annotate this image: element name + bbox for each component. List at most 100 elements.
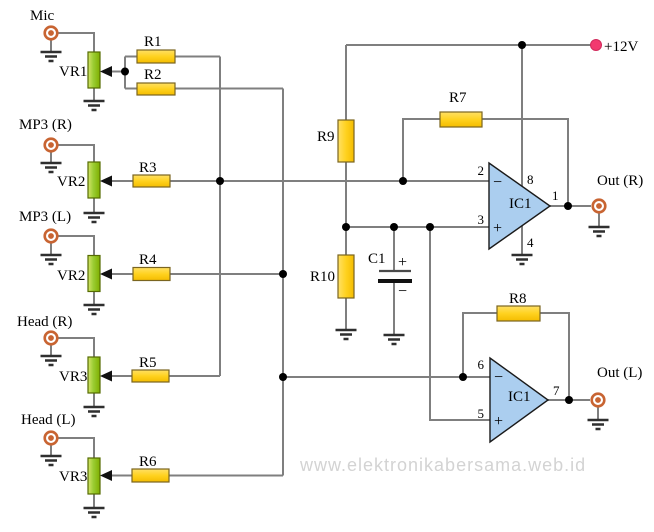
- out-left-connector: [590, 392, 606, 408]
- junction-dot: [459, 373, 467, 381]
- input-jacks: [43, 25, 59, 446]
- wire-headl-jack: [58, 437, 95, 458]
- label-power: +12V: [604, 39, 638, 55]
- pin-8: 8: [527, 172, 534, 187]
- ic1-top-plus-sign: +: [493, 220, 502, 237]
- mp3r-jack-connector: [43, 137, 59, 153]
- junction-dot: [565, 396, 573, 404]
- power-terminal: [590, 39, 602, 51]
- potentiometers: [87, 51, 112, 495]
- capacitor-c1: [378, 269, 412, 283]
- junction-dot: [564, 202, 572, 210]
- ground-icon: [83, 393, 105, 418]
- label-input-mp3r: MP3 (R): [19, 117, 72, 133]
- loop-r8-feedback: [462, 312, 570, 400]
- loop-r7-feedback: [402, 118, 569, 206]
- ground-icon: [83, 198, 105, 224]
- label-r5: R5: [139, 355, 157, 371]
- ground-icon: [40, 345, 62, 367]
- label-r2: R2: [144, 67, 162, 83]
- label-vr1: VR1: [59, 64, 87, 80]
- label-r6: R6: [139, 454, 157, 470]
- label-r8: R8: [509, 291, 527, 307]
- ic1-top-minus-sign: −: [493, 174, 502, 191]
- ground-icon: [40, 152, 62, 174]
- label-vr2a: VR2: [57, 174, 85, 190]
- label-input-headr: Head (R): [17, 314, 72, 330]
- vr3a-potentiometer: [87, 356, 112, 394]
- label-r9: R9: [317, 129, 335, 145]
- pin-4: 4: [527, 235, 534, 250]
- label-vr3a: VR3: [59, 369, 87, 385]
- output-jacks: [590, 198, 607, 408]
- label-input-mp3l: MP3 (L): [19, 209, 71, 225]
- opamp-ic1-bottom: [489, 356, 550, 444]
- pin-1: 1: [552, 188, 559, 203]
- label-r7: R7: [449, 90, 467, 106]
- watermark: www.elektronikabersama.web.id: [299, 455, 586, 475]
- opamp-ic1-top: [488, 161, 552, 251]
- ground-icon: [383, 333, 405, 346]
- ground-icon: [511, 253, 533, 266]
- label-r3: R3: [139, 160, 157, 176]
- ground-icon: [40, 40, 62, 63]
- ground-symbols: [40, 40, 610, 519]
- label-input-mic: Mic: [30, 8, 55, 24]
- label-ic1-top: IC1: [509, 196, 532, 212]
- resistor-r9: [337, 119, 355, 163]
- resistor-r7: [439, 111, 483, 128]
- junction-dot: [342, 223, 350, 231]
- label-input-headl: Head (L): [21, 412, 76, 428]
- vr2b-potentiometer: [87, 254, 112, 293]
- resistor-r4: [132, 266, 171, 282]
- ground-icon: [40, 445, 62, 467]
- label-out-right: Out (R): [597, 173, 643, 189]
- vr2a-potentiometer: [87, 161, 112, 199]
- ground-icon: [588, 212, 610, 238]
- junction-dot: [518, 41, 526, 49]
- label-r4: R4: [139, 252, 157, 268]
- ground-icon: [83, 291, 105, 316]
- vr3b-potentiometer: [87, 457, 112, 495]
- label-r10: R10: [310, 269, 335, 285]
- junction-dot: [121, 67, 129, 76]
- label-out-left: Out (L): [597, 365, 642, 381]
- ground-icon: [83, 494, 105, 519]
- ic1-bottom-plus-sign: +: [494, 413, 503, 430]
- label-r1: R1: [144, 34, 162, 50]
- resistors: [131, 49, 541, 483]
- pin-7: 7: [553, 383, 560, 398]
- net-pin5-branch: [429, 227, 490, 421]
- wire-mp3l-jack: [58, 235, 95, 256]
- ic1-bottom-minus-sign: −: [494, 369, 503, 386]
- resistor-r6: [131, 468, 170, 483]
- label-c1: C1: [368, 251, 386, 267]
- c1-minus-sign: −: [398, 283, 407, 300]
- label-vr2b: VR2: [57, 268, 85, 284]
- ground-icon: [83, 88, 105, 112]
- pin-6: 6: [478, 357, 485, 372]
- wire-headr-jack: [58, 337, 95, 357]
- junction-dot: [279, 373, 287, 381]
- mic-jack-connector: [43, 25, 59, 41]
- junction-dot: [399, 177, 407, 185]
- resistor-r8: [496, 305, 541, 322]
- vr1-potentiometer: [87, 51, 112, 89]
- resistor-r2: [136, 82, 176, 96]
- ground-icon: [587, 406, 609, 431]
- pin-3: 3: [478, 212, 485, 227]
- resistor-r5: [131, 369, 170, 383]
- junction-dot: [279, 270, 287, 278]
- junction-dot: [426, 223, 434, 231]
- label-ic1-bottom: IC1: [508, 389, 531, 405]
- out-right-connector: [591, 198, 607, 214]
- headr-jack-connector: [43, 330, 59, 346]
- pin-2: 2: [478, 163, 485, 178]
- resistor-r10: [337, 254, 355, 299]
- c1-plus-sign: +: [398, 254, 407, 271]
- junction-dot: [390, 223, 398, 231]
- label-vr3b: VR3: [59, 469, 87, 485]
- pin-5: 5: [478, 406, 485, 421]
